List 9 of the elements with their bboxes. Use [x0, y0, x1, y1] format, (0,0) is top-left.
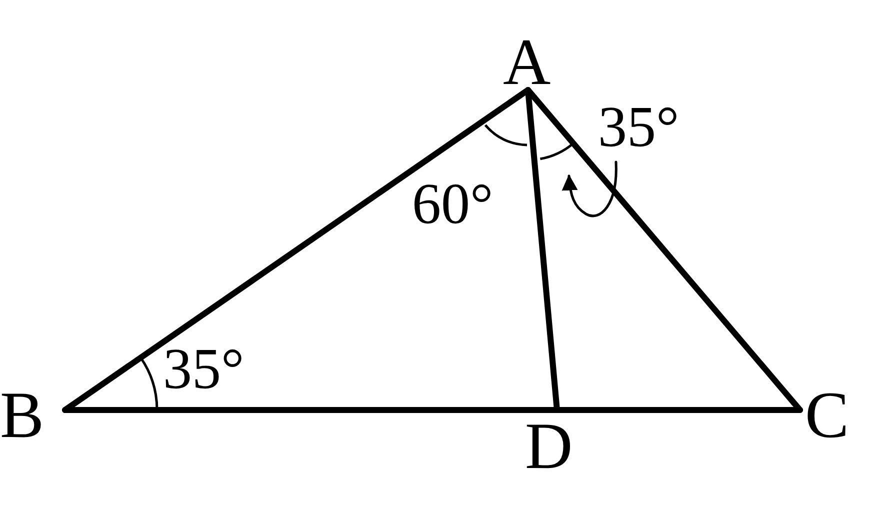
- vertex-label: B: [0, 383, 44, 449]
- vertex-label: C: [805, 383, 850, 449]
- angle-label: 60°: [412, 175, 494, 233]
- angle-label: 35°: [163, 340, 244, 398]
- leader-line: [562, 160, 618, 218]
- angle-arc: [540, 142, 574, 160]
- angle-label: 35°: [598, 98, 680, 156]
- vertex-label: A: [503, 30, 551, 96]
- vertex-label: D: [525, 414, 573, 480]
